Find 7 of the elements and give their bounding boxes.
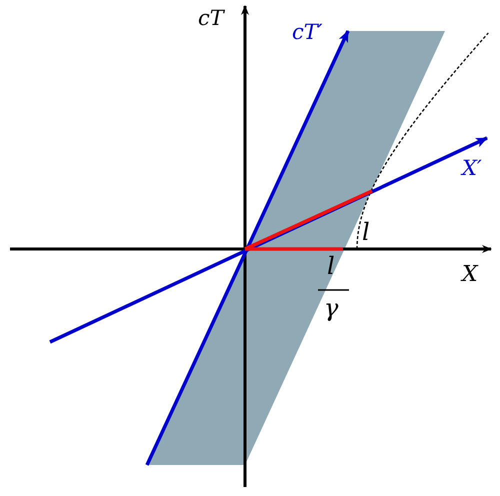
axis-label: l	[327, 254, 335, 278]
axis-label: X	[462, 264, 478, 286]
axis-label: cT′	[292, 22, 323, 43]
axis-label: γ	[324, 296, 338, 320]
axis-label: l	[362, 220, 370, 244]
axis-label: cT	[198, 8, 224, 29]
axis-label: X′	[462, 158, 482, 179]
